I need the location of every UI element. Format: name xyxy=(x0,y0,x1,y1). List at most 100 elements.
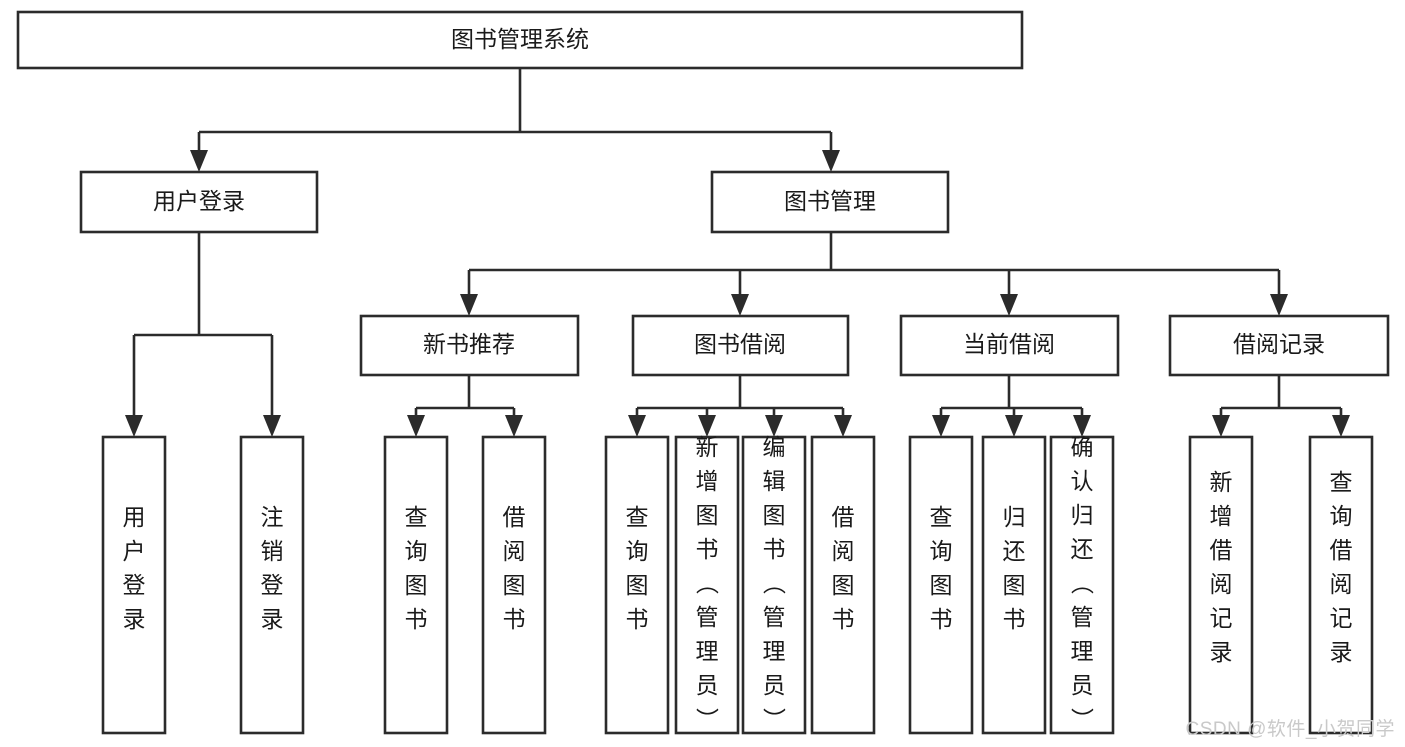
leaf-borrow-edit-book[interactable] xyxy=(741,435,807,735)
vertical-glyph: 询 xyxy=(1330,503,1353,529)
vertical-glyph: 书 xyxy=(930,606,953,632)
vertical-glyph: 记 xyxy=(1330,605,1353,631)
leaf-borrow-add-book[interactable] xyxy=(674,435,740,735)
vertical-glyph: 辑 xyxy=(763,468,786,494)
vertical-glyph: 查 xyxy=(405,504,428,530)
node-user-login[interactable]: 用户登录 xyxy=(79,170,319,234)
vertical-glyph: 书 xyxy=(763,536,786,562)
arrow-head-book-borrow xyxy=(731,294,749,316)
vertical-glyph: 员 xyxy=(763,672,786,698)
arrow-head-borrow-lend xyxy=(834,415,852,437)
leaf-current-return-book[interactable] xyxy=(981,435,1047,735)
leaf-user-login[interactable] xyxy=(101,435,167,735)
vertical-glyph: 增 xyxy=(1210,503,1233,529)
leaf-record-query[interactable] xyxy=(1308,435,1374,735)
vertical-glyph: 借 xyxy=(503,504,526,530)
vertical-glyph: 销 xyxy=(261,538,284,564)
vertical-glyph: 管 xyxy=(1071,604,1094,630)
vertical-glyph: 员 xyxy=(696,672,719,698)
node-layer: 图书管理系统 用户登录 图书管理 新书推荐 图书借阅 当前 xyxy=(16,10,1390,735)
vertical-glyph: （ xyxy=(694,572,720,595)
vertical-glyph: 录 xyxy=(1330,639,1353,665)
arrow-head-current-confirm xyxy=(1073,415,1091,437)
arrow-head-user-login-leaf xyxy=(125,415,143,437)
vertical-glyph: 询 xyxy=(626,538,649,564)
arrow-head-borrow-query xyxy=(628,415,646,437)
csdn-watermark: CSDN @软件_小贺同学 xyxy=(1185,719,1395,740)
leaf-user-logout[interactable] xyxy=(239,435,305,735)
vertical-glyph: 书 xyxy=(696,536,719,562)
vertical-glyph: 借 xyxy=(1210,537,1233,563)
vertical-glyph: 图 xyxy=(696,502,719,528)
node-book-borrow[interactable]: 图书借阅 xyxy=(631,314,850,377)
node-borrow-record[interactable]: 借阅记录 xyxy=(1168,314,1390,377)
vertical-glyph: 书 xyxy=(832,606,855,632)
arrow-head-new-recommend xyxy=(460,294,478,316)
node-new-recommend[interactable]: 新书推荐 xyxy=(359,314,580,377)
vertical-glyph: 阅 xyxy=(503,538,526,564)
vertical-glyph: 录 xyxy=(123,606,146,632)
vertical-glyph: 查 xyxy=(930,504,953,530)
vertical-glyph: 管 xyxy=(763,604,786,630)
arrow-head-book-manage xyxy=(822,150,840,172)
vertical-glyph: 登 xyxy=(123,572,146,598)
vertical-glyph: 借 xyxy=(1330,537,1353,563)
vertical-glyph: 图 xyxy=(1003,572,1026,598)
vertical-glyph: 图 xyxy=(832,572,855,598)
vertical-glyph: 户 xyxy=(123,538,146,564)
connector-layer xyxy=(125,68,1350,437)
vertical-glyph: 借 xyxy=(832,504,855,530)
vertical-glyph: 编 xyxy=(763,434,786,460)
arrow-head-user-logout-leaf xyxy=(263,415,281,437)
leaf-current-confirm-return[interactable] xyxy=(1049,435,1115,735)
node-book-management[interactable]: 图书管理 xyxy=(710,170,950,234)
vertical-glyph: 查 xyxy=(1330,469,1353,495)
node-root[interactable]: 图书管理系统 xyxy=(16,10,1024,70)
arrow-head-current-return xyxy=(1005,415,1023,437)
arrow-head-record-add xyxy=(1212,415,1230,437)
vertical-glyph: ） xyxy=(1069,708,1095,731)
vertical-glyph: 询 xyxy=(930,538,953,564)
vertical-glyph: 阅 xyxy=(1210,571,1233,597)
vertical-glyph: 查 xyxy=(626,504,649,530)
leaf-borrow-lend-book[interactable] xyxy=(810,435,876,735)
vertical-glyph: 图 xyxy=(405,572,428,598)
vertical-glyph: 用 xyxy=(123,504,146,530)
vertical-glyph: 认 xyxy=(1071,468,1094,494)
vertical-glyph: 书 xyxy=(503,606,526,632)
leaf-current-query-book[interactable] xyxy=(908,435,974,735)
vertical-glyph: 新 xyxy=(696,434,719,460)
vertical-glyph: 增 xyxy=(696,468,719,494)
node-current-borrow[interactable]: 当前借阅 xyxy=(899,314,1120,377)
arrow-head-user-login xyxy=(190,150,208,172)
leaf-new-query-book[interactable] xyxy=(383,435,449,735)
vertical-glyph: 记 xyxy=(1210,605,1233,631)
vertical-glyph: （ xyxy=(761,572,787,595)
arrow-head-current-borrow xyxy=(1000,294,1018,316)
vertical-glyph: 阅 xyxy=(832,538,855,564)
vertical-glyph: 确 xyxy=(1071,434,1094,460)
vertical-glyph: 注 xyxy=(261,504,284,530)
leaf-record-add[interactable] xyxy=(1188,435,1254,735)
arrow-head-record-query xyxy=(1332,415,1350,437)
vertical-glyph: 归 xyxy=(1003,504,1026,530)
leaf-new-borrow-book[interactable] xyxy=(481,435,547,735)
vertical-glyph: 图 xyxy=(930,572,953,598)
vertical-glyph: （ xyxy=(1069,572,1095,595)
vertical-glyph: 录 xyxy=(1210,639,1233,665)
leaf-borrow-query-book[interactable] xyxy=(604,435,670,735)
arrow-head-current-query xyxy=(932,415,950,437)
